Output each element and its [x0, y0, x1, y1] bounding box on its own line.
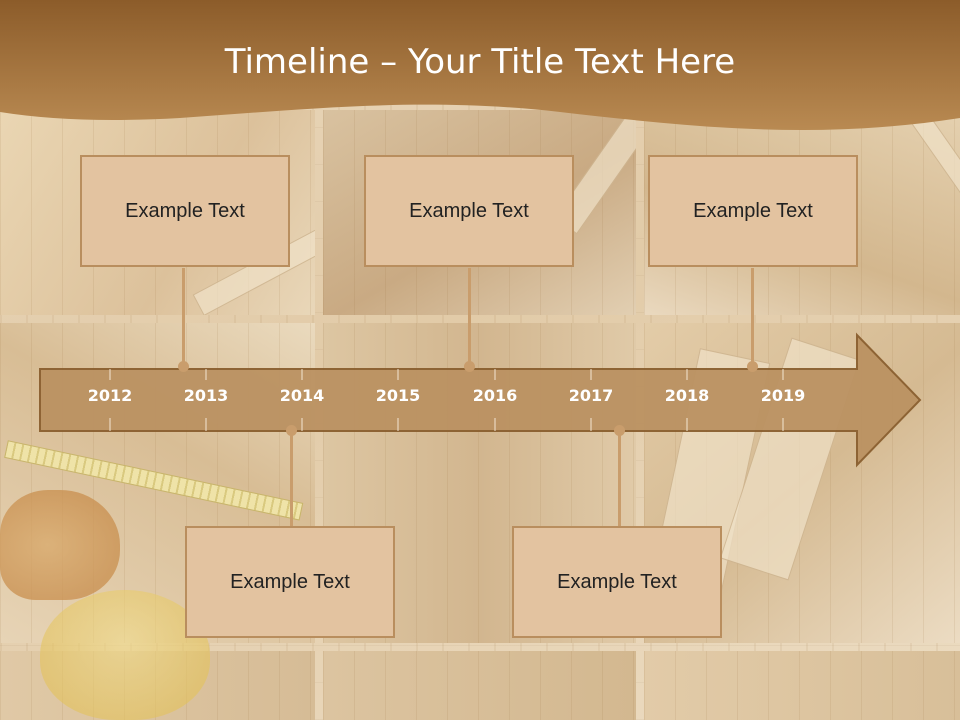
- hard-hat-image: [40, 590, 210, 720]
- callout-connector-4: [290, 431, 293, 527]
- callout-marker-2: [464, 361, 475, 372]
- callout-box-1[interactable]: Example Text: [80, 155, 290, 267]
- callout-connector-3: [751, 268, 754, 366]
- callout-marker-3: [747, 361, 758, 372]
- year-label-2014: 2014: [279, 386, 325, 405]
- callout-box-2[interactable]: Example Text: [364, 155, 574, 267]
- year-label-2017: 2017: [568, 386, 614, 405]
- callout-connector-1: [182, 268, 185, 366]
- callout-marker-4: [286, 425, 297, 436]
- callout-box-4[interactable]: Example Text: [185, 526, 395, 638]
- year-label-2015: 2015: [375, 386, 421, 405]
- slide-title: Timeline – Your Title Text Here: [224, 42, 736, 82]
- year-label-2016: 2016: [472, 386, 518, 405]
- year-label-2013: 2013: [183, 386, 229, 405]
- callout-connector-5: [618, 431, 621, 527]
- photo-tile-bottom-right: [644, 651, 960, 720]
- year-label-2012: 2012: [87, 386, 133, 405]
- year-label-2018: 2018: [664, 386, 710, 405]
- work-glove-image: [0, 490, 120, 600]
- year-label-2019: 2019: [760, 386, 806, 405]
- callout-marker-1: [178, 361, 189, 372]
- callout-box-3[interactable]: Example Text: [648, 155, 858, 267]
- callout-connector-2: [468, 268, 471, 366]
- callout-box-5[interactable]: Example Text: [512, 526, 722, 638]
- callout-marker-5: [614, 425, 625, 436]
- photo-tile-bottom-center: [323, 651, 636, 720]
